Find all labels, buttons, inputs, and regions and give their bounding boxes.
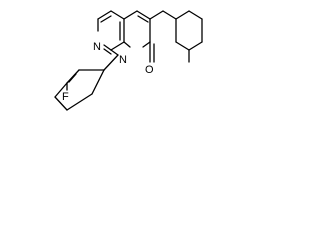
- bond: [91, 69, 105, 95]
- atom-label-n-pyridine: N: [93, 41, 101, 53]
- bond: [66, 93, 93, 111]
- bond: [110, 49, 119, 56]
- bond: [188, 10, 203, 20]
- bond: [142, 41, 151, 48]
- bond: [103, 54, 119, 71]
- bond: [110, 41, 125, 51]
- bond: [68, 73, 77, 83]
- bond: [137, 15, 149, 23]
- bond: [188, 41, 203, 51]
- bond: [162, 10, 177, 20]
- bond: [110, 10, 125, 20]
- atom-label-o: O: [145, 64, 154, 76]
- bond: [123, 10, 138, 20]
- bond: [54, 82, 68, 98]
- bond: [103, 48, 112, 55]
- atom-label-n-ring: N: [119, 54, 127, 66]
- chemical-structure: N N F O: [54, 10, 203, 111]
- bond: [175, 41, 190, 51]
- bond: [54, 96, 68, 111]
- bond: [136, 10, 151, 20]
- bond: [123, 41, 131, 48]
- bond: [97, 10, 112, 20]
- bond: [100, 15, 112, 23]
- bond: [103, 44, 112, 51]
- atom-label-f: F: [62, 91, 69, 103]
- bond: [175, 10, 190, 20]
- bond: [149, 10, 164, 20]
